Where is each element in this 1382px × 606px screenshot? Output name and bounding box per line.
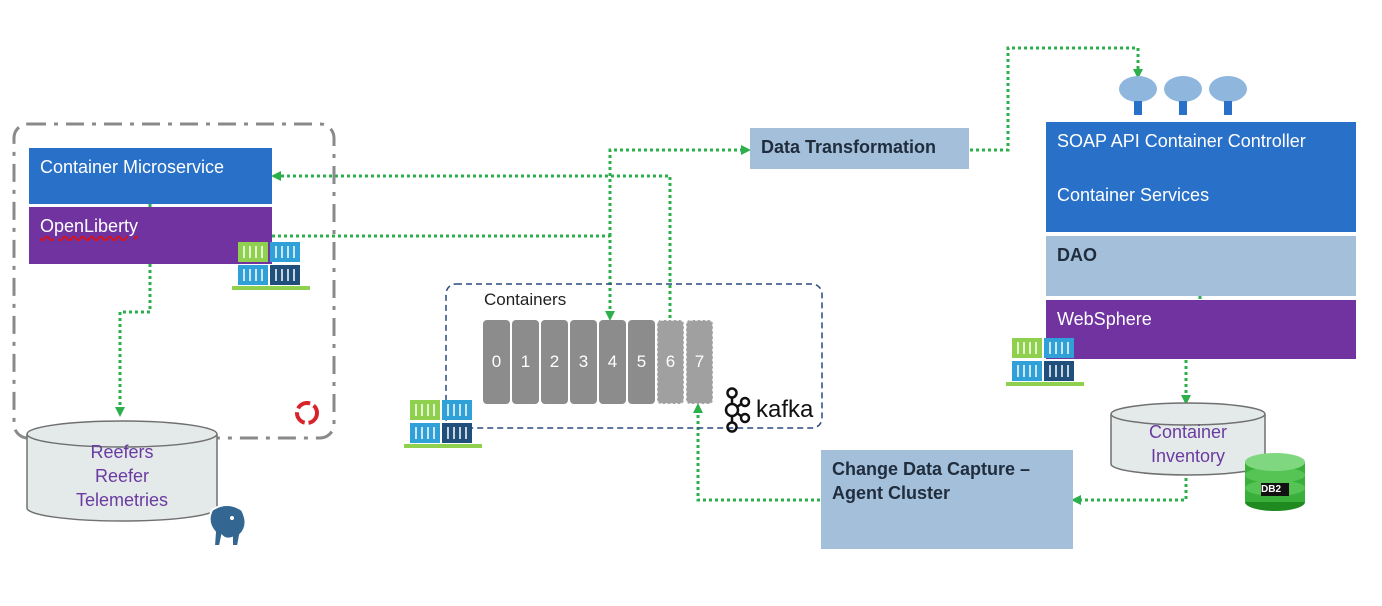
openliberty-label: OpenLiberty — [40, 216, 139, 236]
soap-controller-label: SOAP API Container Controller — [1057, 131, 1306, 151]
partition-5: 5 — [628, 320, 655, 404]
arrow-db2-to-cdc — [1071, 472, 1188, 505]
db2-line-inventory: Inventory — [1150, 446, 1226, 466]
partition-3: 3 — [570, 320, 597, 404]
partition-7: 7 — [686, 320, 713, 404]
partition-4: 4 — [599, 320, 626, 404]
postgres-db-label: Reefers Reefer Telemetries — [26, 440, 218, 512]
db2-inventory-label: Container Inventory — [1110, 420, 1266, 468]
postgres-db-cylinder — [26, 420, 218, 522]
partition-0: 0 — [483, 320, 510, 404]
cdc-agent-cluster-box: Change Data Capture – Agent Cluster — [821, 450, 1073, 549]
soap-controller-box: SOAP API Container Controller Container … — [1046, 122, 1356, 232]
kafka-wordmark: kafka — [756, 396, 814, 423]
microservice-title: Container Microservice — [40, 157, 225, 177]
container-microservice-box: Container Microservice — [29, 148, 272, 204]
kafka-boundary — [445, 283, 823, 429]
partition-1: 1 — [512, 320, 539, 404]
websphere-label: WebSphere — [1057, 309, 1152, 329]
arrow-cdc-to-kafka — [693, 403, 820, 502]
cdc-label-line2: Agent Cluster — [832, 483, 951, 503]
websphere-box: WebSphere — [1046, 300, 1356, 359]
db2-inventory-cylinder — [1110, 402, 1266, 476]
partition-2: 2 — [541, 320, 568, 404]
dao-label: DAO — [1057, 245, 1097, 265]
container-stack-icon — [404, 400, 482, 448]
arrow-kafka-to-transformation — [608, 145, 751, 236]
data-transformation-label: Data Transformation — [761, 137, 937, 157]
container-stack-icon — [1006, 338, 1084, 386]
kafka-topic-label: Containers — [484, 290, 567, 309]
db-line-reefer: Reefer — [94, 466, 150, 486]
db2-badge-label: DB2 — [1261, 484, 1282, 495]
partition-6: 6 — [657, 320, 684, 404]
arrow-transformation-to-soap — [970, 46, 1143, 152]
postgresql-elephant-icon — [208, 504, 247, 547]
kafka-logo-icon — [724, 387, 751, 433]
data-transformation-box: Data Transformation — [750, 128, 969, 169]
db-line-telemetries: Telemetries — [75, 490, 169, 510]
openshift-icon — [295, 401, 319, 425]
container-stack-icon — [232, 242, 310, 290]
arrow-kafka-to-microservice — [271, 171, 672, 318]
container-services-label: Container Services — [1057, 185, 1210, 205]
db2-line-container: Container — [1148, 422, 1228, 442]
db2-icon — [1245, 453, 1305, 511]
openliberty-box: OpenLiberty — [29, 207, 272, 264]
dao-box: DAO — [1046, 236, 1356, 296]
db-line-reefers: Reefers — [90, 442, 154, 462]
soap-endpoints-icon — [1119, 76, 1247, 115]
cdc-label-line1: Change Data Capture – — [832, 459, 1031, 479]
